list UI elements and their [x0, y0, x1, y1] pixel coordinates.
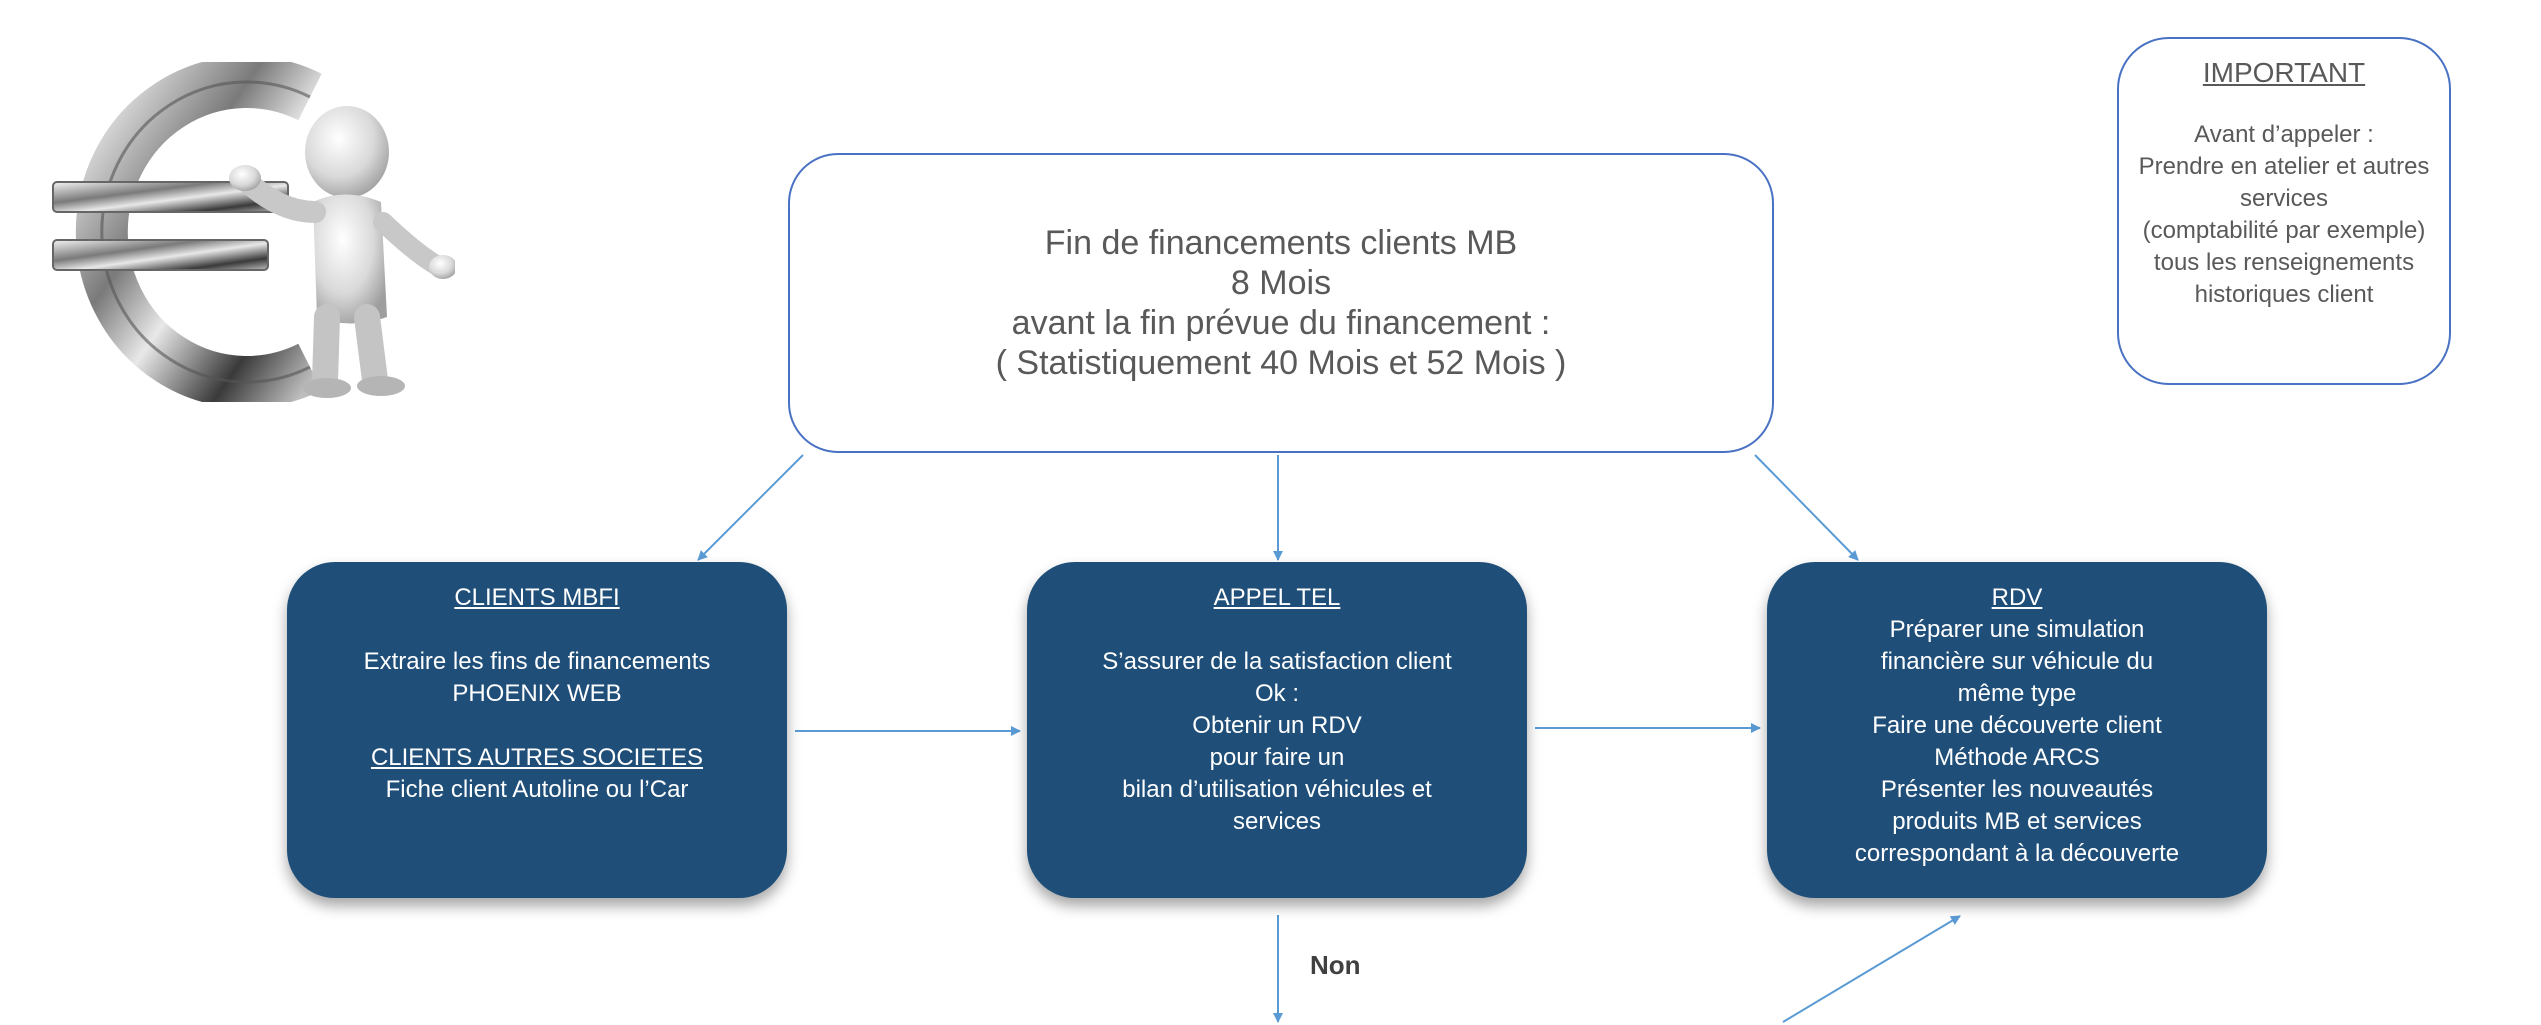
box-line: financière sur véhicule du [1880, 648, 2154, 675]
box-line: Extraire les fins de financements [363, 648, 711, 675]
box-line: correspondant à la découverte [1854, 840, 2180, 867]
important-line: (comptabilité par exemple) [2142, 217, 2426, 244]
box-line: Faire une découverte client [1872, 712, 2162, 739]
intro-box: Fin de financements clients MB 8 Mois av… [788, 153, 1774, 453]
clients-autres-societes-title: CLIENTS AUTRES SOCIETES [370, 744, 704, 771]
box-line: Préparer une simulation [1889, 616, 2145, 643]
clients-mbfi-box: CLIENTS MBFI Extraire les fins de financ… [287, 562, 787, 898]
rdv-title: RDV [1991, 584, 2043, 611]
intro-line-4: ( Statistiquement 40 Mois et 52 Mois ) [995, 344, 1567, 382]
box-line: bilan d’utilisation véhicules et [1122, 776, 1432, 803]
box-line: pour faire un [1209, 744, 1345, 771]
important-line: services [2239, 185, 2329, 212]
important-note: IMPORTANT Avant d’appeler : Prendre en a… [2117, 37, 2451, 385]
intro-line-1: Fin de financements clients MB [1044, 224, 1518, 262]
appel-tel-box: APPEL TEL S’assurer de la satisfaction c… [1027, 562, 1527, 898]
box-line: Obtenir un RDV [1192, 712, 1362, 739]
important-title: IMPORTANT [2202, 57, 2366, 88]
non-label: Non [1310, 950, 1361, 980]
box-line: Présenter les nouveautés [1880, 776, 2154, 803]
important-line: historiques client [2194, 281, 2374, 308]
box-line: produits MB et services [1892, 808, 2142, 835]
box-line: même type [1957, 680, 2077, 707]
box-line: Fiche client Autoline ou l’Car [385, 776, 689, 803]
box-line: PHOENIX WEB [452, 680, 622, 707]
box-line: Ok : [1254, 680, 1299, 707]
rdv-box: RDV Préparer une simulation financière s… [1767, 562, 2267, 898]
arrow-top-to-left [697, 454, 804, 561]
intro-line-3: avant la fin prévue du financement : [1011, 304, 1551, 342]
clients-mbfi-title: CLIENTS MBFI [454, 584, 620, 611]
important-line: tous les renseignements [2153, 249, 2415, 276]
box-line: services [1232, 808, 1322, 835]
euro-mascot-icon [52, 62, 455, 402]
box-line: Méthode ARCS [1934, 744, 2100, 771]
intro-line-2: 8 Mois [1230, 264, 1332, 302]
important-line: Prendre en atelier et autres [2138, 153, 2430, 180]
box-line: S’assurer de la satisfaction client [1102, 648, 1452, 675]
arrow-return-to-right [1782, 915, 1961, 1023]
arrow-top-to-right [1754, 454, 1859, 561]
appel-tel-title: APPEL TEL [1213, 584, 1341, 611]
important-line: Avant d’appeler : [2194, 121, 2374, 148]
